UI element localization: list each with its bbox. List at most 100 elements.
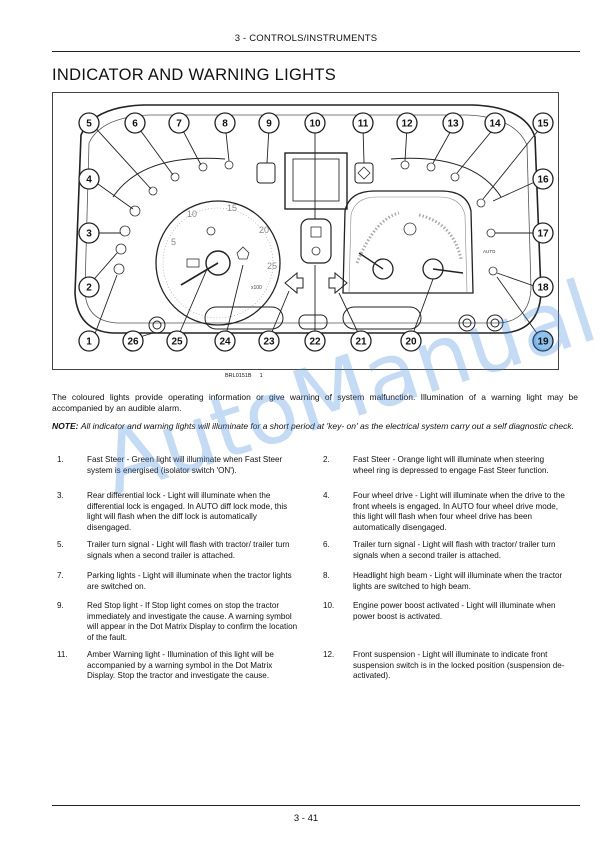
callout-circle [78,222,100,244]
header-rule [52,51,580,52]
callout-number: 19 [537,337,549,348]
pto-icon [426,162,436,172]
boost-indicator-lens [300,218,332,264]
callout-number: 4 [86,175,92,186]
list-item-text: Red Stop light - If Stop light comes on … [87,601,298,642]
running-header: 3 - CONTROLS/INSTRUMENTS [234,33,378,44]
trailer-turn-1-icon [148,186,158,196]
callout-number: 12 [401,119,413,130]
list-item-number: 6. [323,540,330,549]
list-item-text: Engine power boost activated - Light wil… [353,601,556,621]
fast-steer-green-icon [113,263,125,275]
left-turn-arrow-icon [284,271,304,295]
tachometer-gauge: 5 10 15 20 25 x100 [155,200,281,326]
auto-label: AUTO [483,249,496,254]
callout-number: 10 [309,119,321,130]
callout-circle [168,112,190,134]
instrument-panel-figure: 5 10 15 20 25 x100 [52,92,559,370]
bottom-switch-right-1 [458,314,476,332]
callout-circle [214,112,236,134]
hitch-icon [450,172,460,182]
list-item-number: 5. [57,540,64,549]
callout-number: 15 [537,119,549,130]
callout-circle [532,168,554,190]
list-item-text: Fast Steer - Orange light will illuminat… [353,455,549,475]
figure-reference-code: BRL0151B [225,373,252,379]
callout-circle [396,112,418,134]
tach-tick-25: 25 [267,261,277,271]
callout-circle [78,112,100,134]
callout-number: 7 [176,119,182,130]
callout-number: 6 [132,119,138,130]
callout-circle [78,168,100,190]
callout-circle [400,330,422,352]
list-item-number: 8. [323,571,330,580]
callout-number: 25 [171,337,183,348]
callout-number: 14 [489,119,501,130]
callout-number: 3 [86,229,92,240]
diff-lock-icon [119,225,131,237]
right-indicator-arc [390,157,502,198]
note-paragraph: NOTE: All indicator and warning lights w… [52,421,578,432]
brake-warning-icon [403,222,417,236]
note-label: NOTE: [52,421,79,431]
list-item-text: Four wheel drive - Light will illuminate… [353,491,565,532]
callout-circle [124,112,146,134]
bottom-switch-right-2 [486,314,504,332]
callout-circle [258,112,280,134]
footer-rule [52,805,580,806]
callout-number: 9 [266,119,272,130]
callout-circle [122,330,144,352]
list-item-text: Fast Steer - Green light will illuminate… [87,455,283,475]
callout-circle [442,112,464,134]
dot-matrix-display [284,152,348,210]
callout-circle [304,112,326,134]
callout-number: 16 [537,175,549,186]
list-item-number: 10. [323,601,335,610]
trailer-turn-2-icon [170,172,180,182]
right-turn-arrow-icon [328,271,348,295]
tach-tick-20: 20 [259,225,269,235]
list-item-text: Rear differential lock - Light will illu… [87,491,288,532]
tach-unit: x100 [251,285,262,291]
callout-circle [532,112,554,134]
fast-steer-orange-icon [115,243,127,255]
callout-number: 26 [127,337,139,348]
battery-icon [186,258,200,268]
callout-circle [532,222,554,244]
bottom-switch-left [148,316,166,334]
bottom-lens-3 [342,306,422,330]
callout-number: 13 [447,119,459,130]
tach-tick-5: 5 [171,237,176,247]
bottom-lens-2 [298,314,328,330]
four-wheel-drive-icon [129,205,141,217]
list-item-text: Front suspension - Light will illuminate… [353,650,565,681]
note-text: All indicator and warning lights will il… [80,421,574,431]
list-item-text: Parking lights - Light will illuminate w… [87,571,292,591]
callout-number: 20 [405,337,417,348]
list-item-number: 2. [323,455,330,464]
instrument-panel-illustration: 5 10 15 20 25 x100 [74,104,554,352]
bottom-lens-1 [204,306,284,330]
oil-pressure-icon [236,246,250,260]
lamp-18-icon [488,266,498,276]
list-item-text: Trailer turn signal - Light will flash w… [353,540,556,560]
callout-number: 17 [537,229,549,240]
parking-lights-icon [198,162,208,172]
callout-number: 8 [222,119,228,130]
tach-tick-10: 10 [187,209,197,219]
callout-number: 22 [309,337,321,348]
stop-light-lens [256,162,276,184]
list-item-text: Headlight high beam - Light will illumin… [353,571,563,591]
callout-number: 2 [86,283,92,294]
callout-number: 18 [537,283,549,294]
callout-circle [214,330,236,352]
callout-number: 5 [86,119,92,130]
list-item-number: 7. [57,571,64,580]
list-item-number: 11. [57,650,68,659]
left-indicator-arc [112,157,226,198]
section-title: INDICATOR AND WARNING LIGHTS [52,66,337,84]
callout-number: 1 [86,337,92,348]
